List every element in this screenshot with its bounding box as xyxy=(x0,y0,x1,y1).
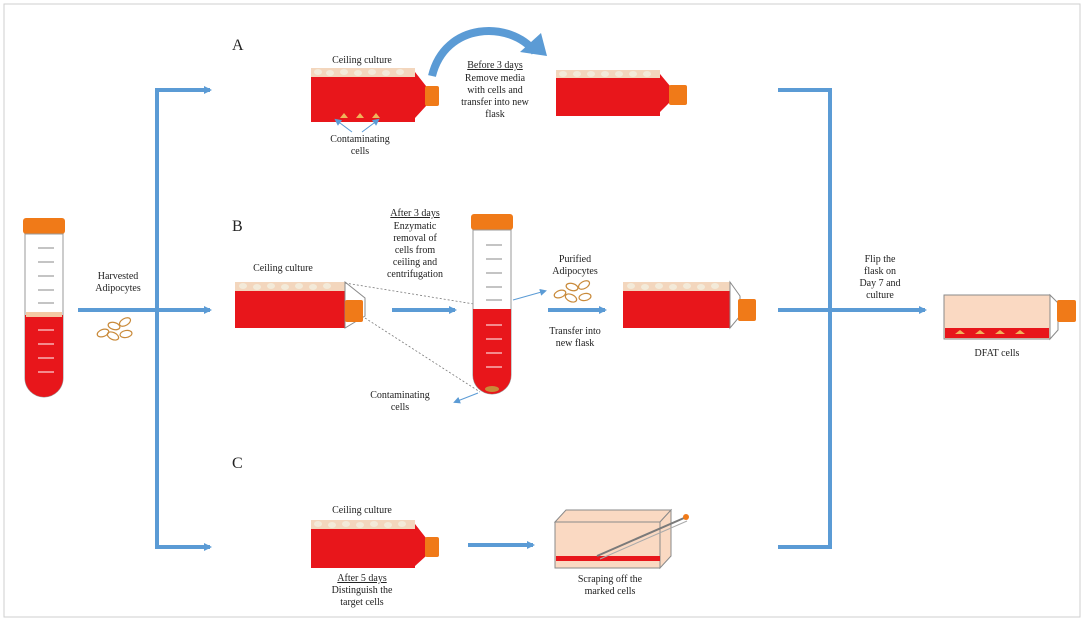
row-a-step-title: Before 3 days xyxy=(467,60,523,71)
harvest-tube xyxy=(23,218,65,397)
row-c-flask-label: Ceiling culture xyxy=(332,505,392,516)
row-b-step-line3: cells from xyxy=(395,245,435,256)
row-b-flask-label: Ceiling culture xyxy=(253,263,313,274)
scrape-label-line2: marked cells xyxy=(585,586,636,597)
row-a-flask-1 xyxy=(311,68,439,122)
flask-cap xyxy=(425,86,439,106)
row-a-contam-line2: cells xyxy=(351,146,369,157)
transfer-label-line2: new flask xyxy=(556,338,595,349)
section-a-label: A xyxy=(232,37,244,54)
flask-cap xyxy=(1057,300,1076,322)
purified-label-line1: Purified xyxy=(559,254,591,265)
row-b-contam-line1: Contaminating xyxy=(370,390,429,401)
row-a-contam-line1: Contaminating xyxy=(330,134,389,145)
row-a-step-line1: Remove media xyxy=(465,73,526,84)
row-c-step-title: After 5 days xyxy=(337,573,387,584)
harvested-label-line1: Harvested xyxy=(98,271,139,282)
flip-label-line4: culture xyxy=(866,290,894,301)
tube-cap xyxy=(23,218,65,234)
row-a-step-line2: with cells and xyxy=(467,85,523,96)
row-c-flask-scraping xyxy=(555,510,689,568)
row-b-flask-1 xyxy=(235,282,365,328)
row-b-step-line5: centrifugation xyxy=(387,269,443,280)
harvested-label-line2: Adipocytes xyxy=(95,283,141,294)
row-b-step-line1: Enzymatic xyxy=(394,221,437,232)
section-b-label: B xyxy=(232,218,243,235)
section-c-label: C xyxy=(232,455,243,472)
harvested-cells xyxy=(96,316,132,342)
flip-label-line1: Flip the xyxy=(865,254,896,265)
flask-cap xyxy=(425,537,439,557)
row-b-contam-line2: cells xyxy=(391,402,409,413)
row-b-flask-2 xyxy=(623,282,756,328)
flip-label-line3: Day 7 and xyxy=(859,278,900,289)
flip-label-line2: flask on xyxy=(864,266,896,277)
row-c-flask-1 xyxy=(311,520,439,568)
purified-cells xyxy=(553,279,591,304)
row-b-step-title: After 3 days xyxy=(390,208,440,219)
transfer-label-line1: Transfer into xyxy=(549,326,601,337)
row-a-flask-label: Ceiling culture xyxy=(332,55,392,66)
row-a-step-line4: flask xyxy=(485,109,504,120)
row-b-step-line2: removal of xyxy=(393,233,437,244)
dfat-flask xyxy=(944,295,1076,339)
row-c-step-line1: Distinguish the xyxy=(332,585,393,596)
tube-cap xyxy=(471,214,513,230)
centrifuge-tube xyxy=(471,214,513,394)
flask-cap xyxy=(345,300,363,322)
row-a-step-line3: transfer into new xyxy=(461,97,530,108)
flask-cap xyxy=(669,85,687,105)
flask-cap xyxy=(738,299,756,321)
tube-medium xyxy=(25,315,63,397)
purified-label-line2: Adipocytes xyxy=(552,266,598,277)
row-a-flask-2 xyxy=(556,70,687,116)
row-b-step-line4: ceiling and xyxy=(393,257,437,268)
row-c-step-line2: target cells xyxy=(340,597,384,608)
scrape-label-line1: Scraping off the xyxy=(578,574,643,585)
dfat-cells-label: DFAT cells xyxy=(975,348,1020,359)
